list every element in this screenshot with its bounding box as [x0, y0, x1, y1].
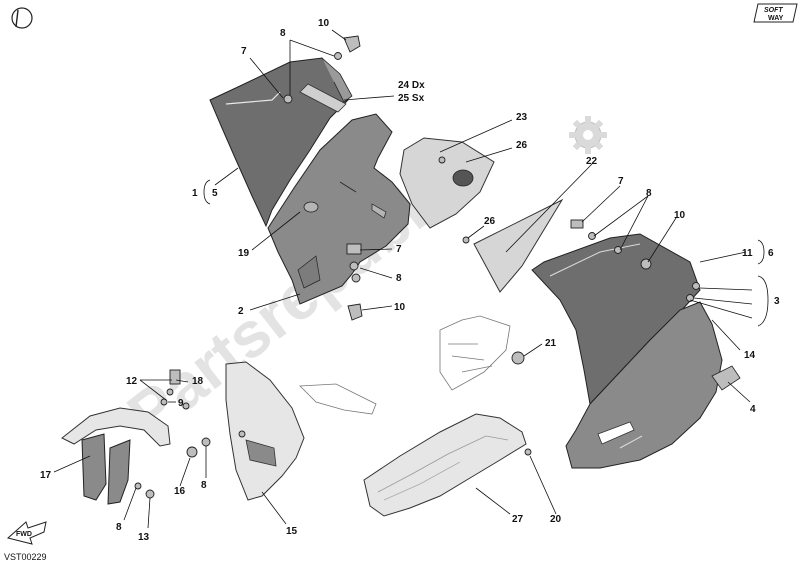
label-24-dx: 24 Dx [398, 80, 425, 91]
softway-badge-icon: SOFT WAY [753, 3, 798, 23]
gear-icon [569, 116, 607, 154]
part-lower-fairing-3 [565, 301, 741, 469]
frame-outline [299, 315, 511, 415]
part-belly-pan-27 [363, 413, 527, 517]
part-front-mudguard-17 [61, 407, 171, 505]
label-7-top: 7 [241, 46, 247, 57]
part-triangle-panel-22 [462, 198, 564, 293]
label-2: 2 [238, 306, 244, 317]
label-25-sx: 25 Sx [398, 93, 425, 104]
label-18: 18 [192, 376, 204, 387]
part-side-panel-15 [225, 361, 305, 501]
badge-top-text: SOFT [764, 7, 783, 14]
label-23: 23 [516, 112, 528, 123]
label-15: 15 [286, 526, 298, 537]
label-19: 19 [238, 248, 250, 259]
label-14: 14 [744, 350, 756, 361]
label-10-right: 10 [674, 210, 686, 221]
badge-bottom-text: WAY [768, 15, 784, 22]
label-1: 1 [192, 188, 198, 199]
callout-labels: 10 8 7 24 Dx 25 Sx 1 5 23 26 22 19 7 8 2… [40, 18, 780, 543]
label-8-right: 8 [646, 188, 652, 199]
label-12: 12 [126, 376, 138, 387]
label-9: 9 [178, 398, 184, 409]
part-inner-fairing-19 [267, 113, 411, 305]
label-7-right: 7 [618, 176, 624, 187]
label-27: 27 [512, 514, 524, 525]
label-17: 17 [40, 470, 52, 481]
label-22: 22 [586, 156, 598, 167]
label-7-mid: 7 [396, 244, 402, 255]
label-10-top: 10 [318, 18, 330, 29]
label-26-lower: 26 [484, 216, 496, 227]
label-6: 6 [768, 248, 774, 259]
label-8-lower-mid: 8 [201, 480, 207, 491]
label-26-upper: 26 [516, 140, 528, 151]
label-20: 20 [550, 514, 562, 525]
diagram-code: VST00229 [4, 552, 47, 562]
label-8-mid: 8 [396, 273, 402, 284]
label-3: 3 [774, 296, 780, 307]
corner-circle-icon [11, 7, 33, 29]
label-5: 5 [212, 188, 218, 199]
label-8-lower-left: 8 [116, 522, 122, 533]
label-11: 11 [742, 248, 753, 259]
fwd-label: FWD [16, 531, 32, 538]
label-13: 13 [138, 532, 150, 543]
label-21: 21 [545, 338, 557, 349]
label-4: 4 [750, 404, 756, 415]
fwd-arrow-icon: FWD [6, 521, 47, 545]
part-upper-fairing-5 [209, 57, 353, 228]
label-10-mid: 10 [394, 302, 406, 313]
label-16: 16 [174, 486, 186, 497]
label-8-top: 8 [280, 28, 286, 39]
leader-lines [53, 29, 769, 529]
